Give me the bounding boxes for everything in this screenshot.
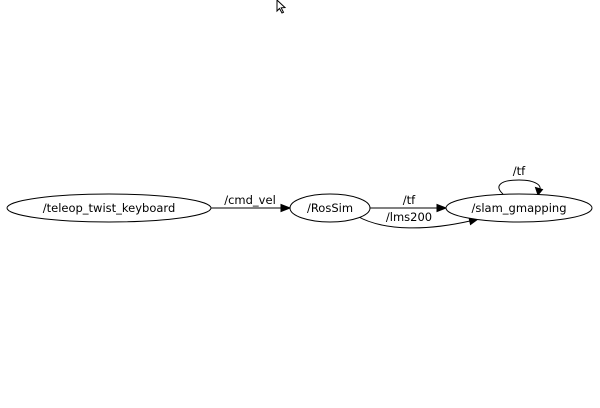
node-label-rossim: /RosSim	[307, 201, 353, 215]
edge-tf-rossim[interactable]: /tf	[370, 193, 448, 213]
edge-label-lms200: /lms200	[386, 210, 432, 224]
edge-label-tf-rossim: /tf	[403, 193, 416, 207]
edge-lms200[interactable]: /lms200	[356, 210, 480, 229]
node-rossim[interactable]: /RosSim	[289, 193, 371, 223]
node-label-teleop-twist-keyboard: /teleop_twist_keyboard	[43, 201, 176, 215]
node-slam-gmapping[interactable]: /slam_gmapping	[445, 193, 593, 223]
edge-tf-self[interactable]: /tf	[498, 164, 544, 197]
edge-cmd-vel[interactable]: /cmd_vel	[211, 193, 292, 213]
node-label-slam-gmapping: /slam_gmapping	[472, 201, 567, 215]
edge-label-cmd-vel: /cmd_vel	[224, 193, 276, 207]
node-teleop-twist-keyboard[interactable]: /teleop_twist_keyboard	[6, 193, 212, 223]
mouse-pointer-icon	[276, 0, 287, 14]
edge-label-tf-self: /tf	[513, 164, 526, 178]
